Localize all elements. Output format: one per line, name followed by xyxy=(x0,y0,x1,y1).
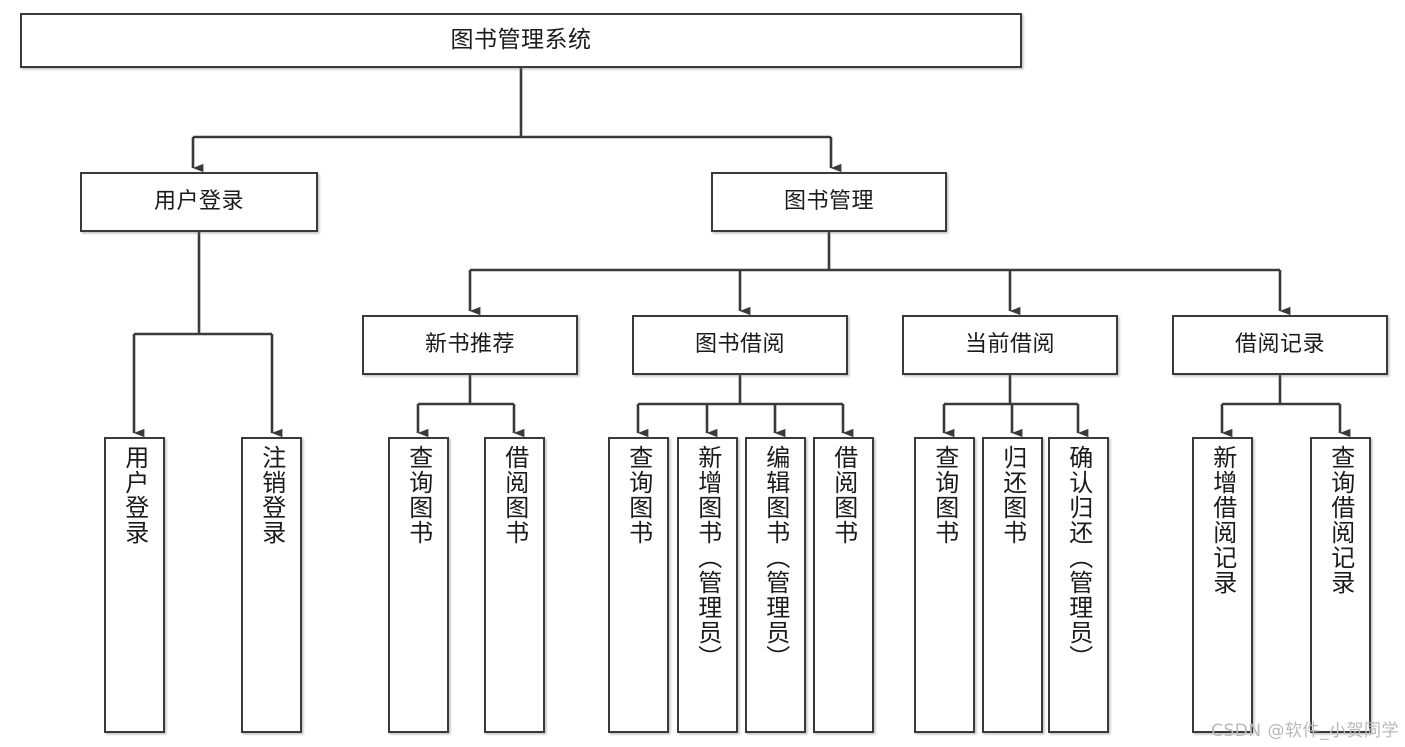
leaf-node-label: 注销登录 xyxy=(257,445,286,545)
node-book-management[interactable]: 图书管理 xyxy=(711,172,947,232)
node-book-borrow[interactable]: 图书借阅 xyxy=(632,315,848,375)
leaf-node[interactable]: 查询图书 xyxy=(914,437,975,733)
node-root-label: 图书管理系统 xyxy=(450,26,592,53)
node-book-borrow-label: 图书借阅 xyxy=(694,332,785,358)
leaf-node[interactable]: 查询图书 xyxy=(388,437,449,733)
leaf-node[interactable]: 确认归还（管理员） xyxy=(1048,437,1109,733)
leaf-node[interactable]: 新增借阅记录 xyxy=(1192,437,1253,733)
leaf-node-label: 确认归还（管理员） xyxy=(1064,445,1093,670)
node-borrow-records-label: 借阅记录 xyxy=(1234,332,1325,358)
leaf-node[interactable]: 归还图书 xyxy=(982,437,1043,733)
node-new-book-recommend-label: 新书推荐 xyxy=(424,332,515,358)
leaf-node[interactable]: 查询图书 xyxy=(608,437,669,733)
leaf-node[interactable]: 用户登录 xyxy=(104,437,165,733)
leaf-node[interactable]: 编辑图书（管理员） xyxy=(745,437,806,733)
leaf-node-label: 借阅图书 xyxy=(500,445,529,545)
leaf-node-label: 查询借阅记录 xyxy=(1326,445,1355,595)
node-book-management-label: 图书管理 xyxy=(783,189,874,215)
leaf-node-label: 查询图书 xyxy=(404,445,433,545)
leaf-node[interactable]: 借阅图书 xyxy=(484,437,545,733)
leaf-node-label: 编辑图书（管理员） xyxy=(761,445,790,670)
leaf-node[interactable]: 借阅图书 xyxy=(813,437,874,733)
node-current-borrow[interactable]: 当前借阅 xyxy=(902,315,1118,375)
leaf-node-label: 归还图书 xyxy=(998,445,1027,545)
node-new-book-recommend[interactable]: 新书推荐 xyxy=(362,315,578,375)
node-user-login[interactable]: 用户登录 xyxy=(80,172,318,232)
leaf-node[interactable]: 新增图书（管理员） xyxy=(677,437,738,733)
node-user-login-label: 用户登录 xyxy=(153,189,244,215)
node-current-borrow-label: 当前借阅 xyxy=(964,332,1055,358)
leaf-node-label: 查询图书 xyxy=(930,445,959,545)
leaf-node-label: 新增图书（管理员） xyxy=(693,445,722,670)
leaf-node-label: 用户登录 xyxy=(120,445,149,545)
csdn-watermark: CSDN @软件_小贺同学 xyxy=(1211,721,1399,741)
leaf-node-label: 新增借阅记录 xyxy=(1208,445,1237,595)
node-borrow-records[interactable]: 借阅记录 xyxy=(1172,315,1388,375)
node-root-system[interactable]: 图书管理系统 xyxy=(20,13,1022,68)
leaf-node-label: 借阅图书 xyxy=(829,445,858,545)
leaf-node[interactable]: 注销登录 xyxy=(241,437,302,733)
leaf-node[interactable]: 查询借阅记录 xyxy=(1310,437,1371,733)
leaf-node-label: 查询图书 xyxy=(624,445,653,545)
